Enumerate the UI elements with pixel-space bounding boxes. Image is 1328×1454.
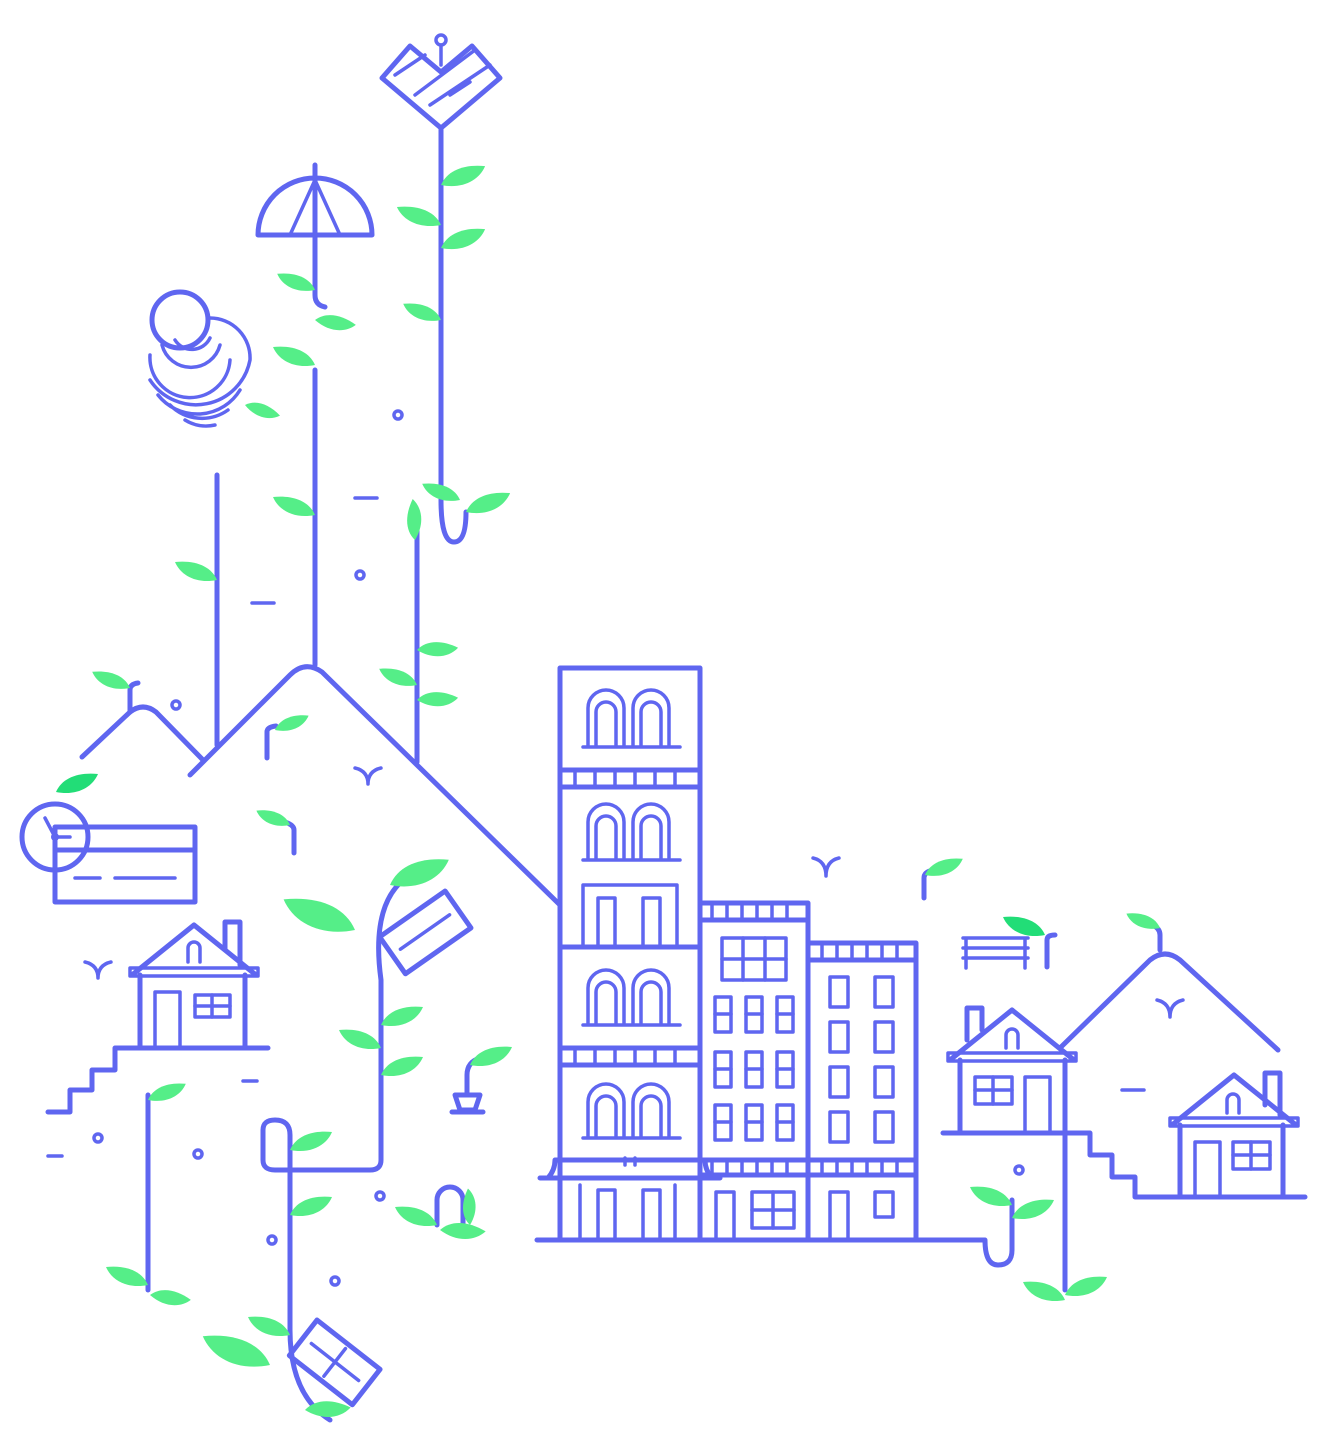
vine-main [438,125,469,545]
leaf [175,561,217,582]
leaf [470,1046,512,1067]
tall-building [537,665,723,1243]
leaves [56,165,1160,1426]
leaf [283,898,355,932]
leaf [273,346,315,367]
house-right-2 [1168,1070,1300,1200]
leaf [1065,1276,1107,1297]
right-mountain [1057,951,1281,1053]
leaf [149,1280,192,1315]
leaf [422,483,460,501]
umbrella-icon [255,175,375,238]
leaf [466,492,511,514]
leaf [395,1206,437,1227]
leaf [381,1006,423,1027]
leaf [148,1083,186,1101]
stairs-left [45,1045,271,1115]
mid-building [697,900,811,1243]
leaf [92,671,130,689]
leaf [290,1131,332,1152]
leaf [441,228,486,250]
vine-umbrella [312,162,328,668]
credit-card-icon [52,824,198,905]
leaf [56,773,98,794]
small-loop [434,1184,466,1228]
leaf [1126,913,1160,929]
leaf [416,634,459,664]
leaf [441,165,486,187]
ticket-pink-icon [286,1317,383,1408]
leaf [403,303,441,321]
leaf [314,305,357,340]
right-building [805,940,919,1243]
leaf [277,273,315,291]
leaf [416,684,459,714]
decorations [46,409,1185,1287]
leaf [339,1029,381,1050]
coin-label: B [168,302,192,340]
house-right-1 [946,1005,1078,1293]
heart-tickets-icon [379,33,503,131]
stairs-right [940,1130,1308,1200]
leaf [275,715,309,731]
leaf [1012,1199,1054,1220]
clock-icon [19,801,91,873]
coin-icon: B [149,289,211,351]
ticket-cyan-icon [377,888,474,977]
leaf [925,858,963,876]
house-left [128,919,260,1051]
leaf [399,498,429,541]
leaf [379,668,417,686]
leaf [106,1266,148,1287]
leaf [248,1316,290,1337]
leaf [202,1335,270,1367]
leaf [390,859,449,887]
leaf [273,496,315,517]
leaf [1023,1281,1065,1302]
leaf [970,1186,1012,1207]
plant-pot-icon [449,1055,486,1115]
leaf [381,1056,423,1077]
bench-icon [961,936,1030,970]
leaf [290,1196,332,1217]
leaf [244,393,281,428]
leaf [256,810,290,826]
big-mountain [187,664,563,908]
small-mountain [79,704,206,763]
ground-line [534,1197,1015,1268]
fingerprint-icon [148,316,252,428]
leaf [1003,916,1045,937]
leaf [396,206,441,227]
